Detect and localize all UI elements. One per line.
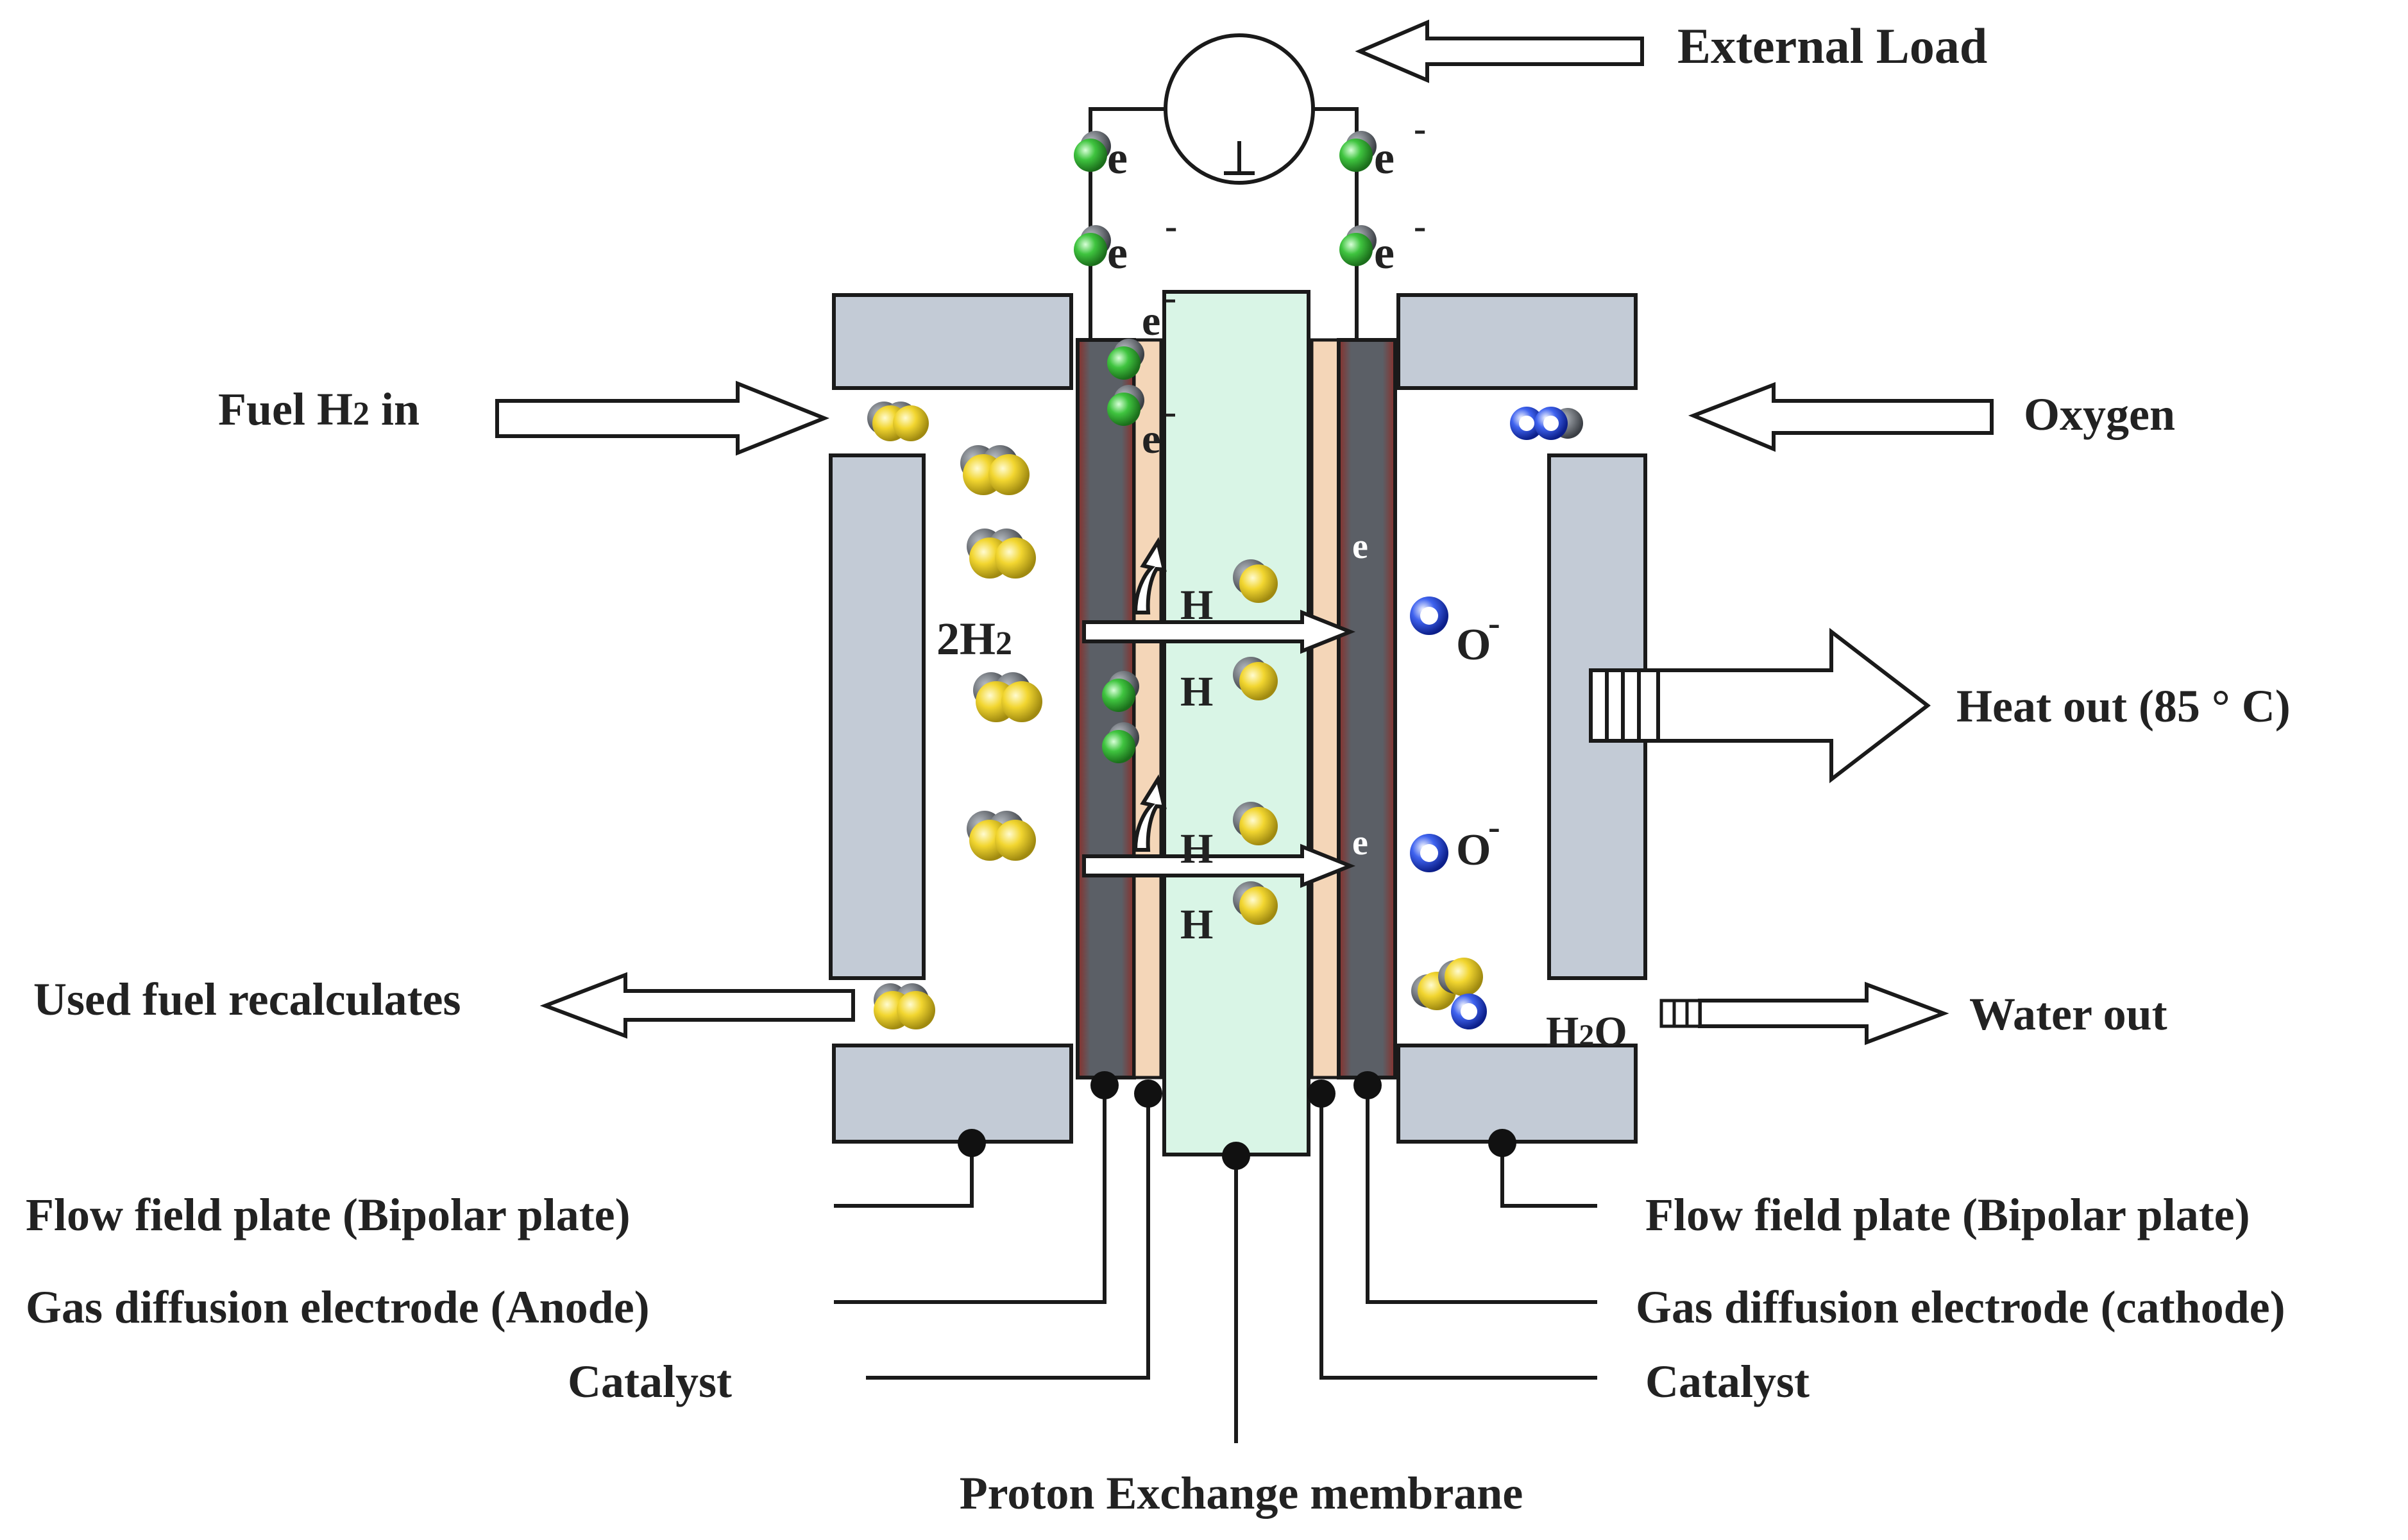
external-load-label: External Load (1677, 18, 1987, 74)
hydrogen-molecule (973, 672, 1042, 722)
connector-dot (1134, 1079, 1162, 1108)
proton-exchange-membrane (1162, 290, 1310, 1156)
hydrogen-molecule (867, 402, 929, 441)
electron-label-cathode: e (1352, 527, 1368, 566)
heat-out-arrow (1589, 627, 1931, 784)
water-out-label: Water out (1969, 988, 2167, 1040)
electron-particle (1107, 393, 1140, 426)
proton-arrow (1082, 843, 1356, 888)
oxygen-molecule (1510, 407, 1583, 440)
electron-minus: - (1165, 278, 1176, 317)
electron-label: e (1107, 227, 1128, 278)
electron-particle (1107, 346, 1140, 380)
electron-particle (1102, 730, 1135, 763)
fuel-in-arrow (495, 380, 830, 456)
flow-field-plate-left-bottom (832, 1044, 1073, 1144)
electron-label: e (1374, 227, 1395, 278)
connector-dot (1090, 1071, 1119, 1099)
electron-particle (1074, 233, 1107, 266)
water-out-arrow (1659, 981, 1949, 1045)
proton-particle (1239, 886, 1278, 925)
oxygen-ion-label: O (1456, 825, 1491, 875)
cell-body (829, 290, 1647, 1156)
electron-minus: - (1414, 205, 1426, 247)
connector-dot (1353, 1071, 1382, 1099)
connector-dot (1307, 1079, 1335, 1108)
hydrogen-molecule (967, 811, 1036, 861)
electron-particle (1339, 233, 1373, 266)
flow-field-plate-right-label: Flow field plate (Bipolar plate) (1645, 1189, 2250, 1240)
proton-release-arrow (1133, 537, 1167, 614)
flow-field-plate-right-top (1396, 293, 1638, 390)
flow-field-plate-left-top (832, 293, 1073, 390)
electron-label: e (1374, 132, 1395, 183)
h2o-label: H2O (1546, 1008, 1627, 1055)
leader-lines (834, 1071, 1597, 1443)
oxygen-label: Oxygen (2024, 389, 2175, 440)
hydrogen-molecule (874, 983, 935, 1029)
proton-label: H (1180, 668, 1213, 715)
two-h2-label: 2H2 (937, 613, 1012, 664)
cathode-electrode (1337, 338, 1397, 1079)
oxygen-ion-minus: - (1488, 604, 1500, 643)
electron-label: e (1142, 416, 1160, 462)
flow-field-plate-left-label: Flow field plate (Bipolar plate) (26, 1189, 631, 1240)
proton-transport (1082, 537, 1356, 888)
water-molecules (1411, 958, 1487, 1029)
gde-cathode-label: Gas diffusion electrode (cathode) (1636, 1282, 2285, 1333)
catalyst-left-label: Catalyst (568, 1356, 732, 1407)
hydrogen-molecule (960, 445, 1030, 495)
external-load-circuit (1089, 33, 1359, 340)
load-indicator (1224, 141, 1255, 175)
oxygen-ion-minus: - (1488, 808, 1500, 847)
proton-arrow (1082, 609, 1356, 654)
catalyst-right-label: Catalyst (1645, 1356, 1810, 1407)
used-fuel-arrow (539, 972, 855, 1039)
proton-particle (1239, 807, 1278, 845)
water-molecule (1411, 958, 1487, 1029)
electron-group (1074, 131, 1377, 763)
external-load-arrow (1355, 19, 1644, 83)
heat-out-label: Heat out (85 ° C) (1956, 681, 2291, 732)
proton-particles (1233, 559, 1278, 925)
anode-catalyst (1132, 338, 1163, 1079)
oxygen-ion-label: O (1456, 620, 1491, 670)
connector-dot (958, 1129, 986, 1157)
proton-particle (1239, 662, 1278, 700)
electron-particle (1339, 139, 1373, 172)
flow-field-plate-left-side (829, 453, 926, 980)
connector-dot (1222, 1142, 1250, 1170)
electron-label: e (1142, 298, 1160, 344)
electron-particle (1074, 139, 1107, 172)
electron-label-cathode: e (1352, 823, 1368, 863)
used-fuel-label: Used fuel recalculates (33, 974, 461, 1025)
proton-particle (1239, 564, 1278, 603)
flow-field-plate-right-bottom (1396, 1044, 1638, 1144)
hydrogen-molecule (967, 529, 1036, 579)
gde-anode-label: Gas diffusion electrode (Anode) (26, 1282, 650, 1333)
hydrogen-molecules (867, 402, 1042, 1029)
pem-label: Proton Exchange membrane (960, 1468, 1523, 1519)
proton-label: H (1180, 582, 1213, 629)
oxygen-in-arrow (1688, 382, 1994, 452)
oxygen-ions (1410, 597, 1448, 872)
proton-label: H (1180, 825, 1213, 872)
connector-dot (1488, 1129, 1516, 1157)
electron-minus: - (1165, 205, 1177, 247)
electron-particle (1102, 679, 1135, 712)
electron-minus: - (1165, 393, 1176, 431)
fuel-in-label: Fuel H2 in (218, 384, 420, 435)
proton-release-arrow (1133, 774, 1167, 852)
electron-minus: - (1414, 108, 1426, 149)
electron-label: e (1107, 132, 1128, 183)
electron-labels: e e - e - e - e - e - e e (1107, 108, 1426, 863)
proton-label: H (1180, 901, 1213, 948)
cathode-catalyst (1310, 338, 1341, 1079)
